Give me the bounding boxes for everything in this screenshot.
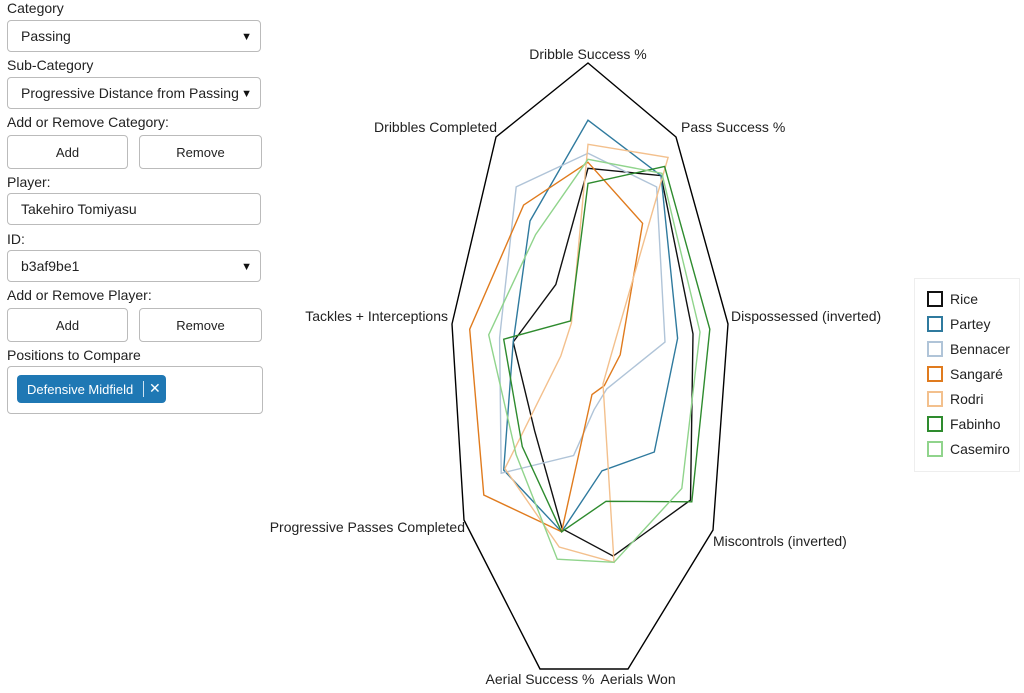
legend-label: Rice [950, 291, 979, 307]
legend-item-bennacer[interactable]: Bennacer [927, 339, 1010, 359]
legend-label: Sangaré [950, 366, 1003, 382]
legend-item-partey[interactable]: Partey [927, 314, 990, 334]
player-input[interactable]: Takehiro Tomiyasu [7, 193, 261, 225]
position-chip-label: Defensive Midfield [27, 381, 134, 397]
category-select[interactable]: Passing ▼ [7, 20, 261, 52]
add-remove-player-label: Add or Remove Player: [7, 287, 152, 303]
series-partey [502, 119, 679, 533]
close-icon[interactable]: ✕ [149, 380, 161, 396]
add-category-button[interactable]: Add [7, 135, 128, 169]
subcategory-value: Progressive Distance from Passing [21, 85, 239, 101]
legend-label: Bennacer [950, 341, 1010, 357]
legend-swatch [927, 391, 943, 407]
position-chip: Defensive Midfield ✕ [17, 375, 166, 403]
legend-label: Fabinho [950, 416, 1001, 432]
axis-label: Aerial Success % [486, 671, 595, 687]
series-fabinho [502, 165, 711, 533]
radar-outer-frame [451, 62, 729, 670]
legend-swatch [927, 341, 943, 357]
subcategory-select[interactable]: Progressive Distance from Passing ▼ [7, 77, 261, 109]
axis-label: Dispossessed (inverted) [731, 308, 881, 324]
chevron-down-icon: ▼ [241, 88, 252, 100]
positions-multiselect[interactable]: Defensive Midfield ✕ [7, 366, 263, 414]
player-label: Player: [7, 174, 51, 190]
series-rodri [504, 143, 669, 564]
legend-swatch [927, 291, 943, 307]
axis-label: Tackles + Interceptions [305, 308, 448, 324]
legend-item-casemiro[interactable]: Casemiro [927, 439, 1010, 459]
axis-labels: Dribble Success % Pass Success % Disposses… [270, 46, 881, 687]
axis-label: Progressive Passes Completed [270, 519, 465, 535]
radar-series [468, 119, 711, 564]
chevron-down-icon: ▼ [241, 261, 252, 273]
axis-label: Pass Success % [681, 119, 785, 135]
legend-item-fabinho[interactable]: Fabinho [927, 414, 1001, 434]
legend-swatch [927, 416, 943, 432]
add-remove-category-label: Add or Remove Category: [7, 114, 169, 130]
category-value: Passing [21, 28, 71, 44]
id-value: b3af9be1 [21, 258, 80, 274]
radar-grid [451, 62, 729, 670]
axis-label: Dribbles Completed [374, 119, 497, 135]
legend-label: Casemiro [950, 441, 1010, 457]
legend-swatch [927, 316, 943, 332]
legend-label: Rodri [950, 391, 984, 407]
series-sangaré [468, 161, 644, 533]
subcategory-label: Sub-Category [7, 57, 94, 73]
series-rice [512, 167, 694, 557]
legend-item-rice[interactable]: Rice [927, 289, 978, 309]
legend-item-sangaré[interactable]: Sangaré [927, 364, 1003, 384]
id-select[interactable]: b3af9be1 ▼ [7, 250, 261, 282]
radar-chart: Dribble Success % Pass Success % Disposses… [270, 46, 881, 687]
chevron-down-icon: ▼ [241, 31, 252, 43]
axis-label: Dribble Success % [529, 46, 647, 62]
legend-swatch [927, 366, 943, 382]
id-label: ID: [7, 231, 25, 247]
legend-label: Partey [950, 316, 991, 332]
legend-item-rodri[interactable]: Rodri [927, 389, 983, 409]
series-casemiro [487, 158, 701, 564]
chip-divider [143, 381, 144, 397]
remove-category-button[interactable]: Remove [139, 135, 262, 169]
axis-label: Miscontrols (inverted) [713, 533, 847, 549]
legend-swatch [927, 441, 943, 457]
category-label: Category [7, 0, 64, 16]
add-player-button[interactable]: Add [7, 308, 128, 342]
axis-label: Aerials Won [600, 671, 675, 687]
remove-player-button[interactable]: Remove [139, 308, 262, 342]
player-value: Takehiro Tomiyasu [21, 201, 137, 217]
positions-label: Positions to Compare [7, 347, 141, 363]
